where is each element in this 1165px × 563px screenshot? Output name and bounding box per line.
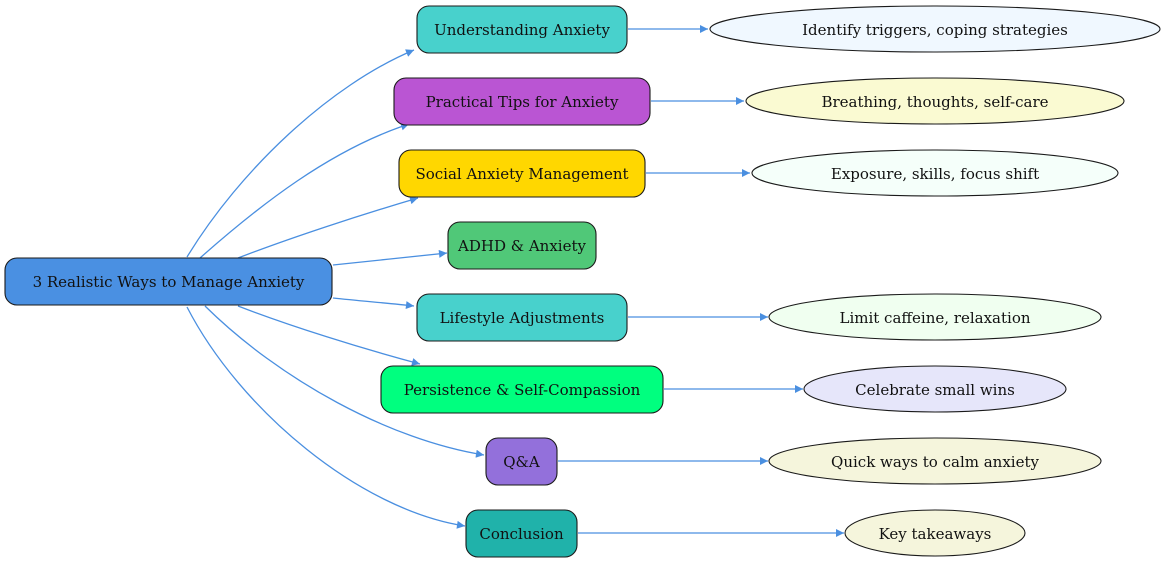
detail-ellipse: [844, 509, 1026, 557]
detail-lifestyle: Limit caffeine, relaxation: [768, 293, 1102, 341]
edge-root-conclusion: [186, 306, 466, 529]
detail-label: Identify triggers, coping strategies: [802, 21, 1068, 39]
detail-ellipse: [803, 365, 1067, 413]
edge-root-lifestyle: [332, 297, 415, 310]
topic-box: [398, 149, 646, 198]
root-node: 3 Realistic Ways to Manage Anxiety: [4, 257, 333, 306]
detail-conclusion: Key takeaways: [844, 509, 1026, 557]
detail-understanding: Identify triggers, coping strategies: [709, 5, 1161, 53]
topic-box: [447, 221, 597, 270]
edge-root-persistence: [237, 305, 421, 366]
topic-persistence: Persistence & Self-Compassion: [380, 365, 664, 414]
detail-label: Breathing, thoughts, self-care: [821, 93, 1048, 111]
detail-practical-tips: Breathing, thoughts, self-care: [745, 77, 1125, 125]
topic-qa: Q&A: [485, 437, 558, 486]
detail-label: Quick ways to calm anxiety: [831, 453, 1039, 471]
detail-persistence: Celebrate small wins: [803, 365, 1067, 413]
topic-social-anxiety: Social Anxiety Management: [398, 149, 646, 198]
topic-box: [465, 509, 578, 558]
detail-ellipse: [768, 293, 1102, 341]
detail-ellipse: [751, 149, 1119, 197]
topic-practical-tips: Practical Tips for Anxiety: [393, 77, 651, 126]
edge-root-qa: [204, 305, 485, 458]
topic-lifestyle-adjustments: Lifestyle Adjustments: [416, 293, 628, 342]
topic-box: [485, 437, 558, 486]
topic-label: Understanding Anxiety: [434, 21, 610, 39]
detail-label: Celebrate small wins: [855, 381, 1015, 399]
topic-conclusion: Conclusion: [465, 509, 578, 558]
edge-root-understanding: [186, 49, 415, 258]
topic-label: Practical Tips for Anxiety: [426, 93, 619, 111]
topic-label: Conclusion: [479, 525, 564, 543]
topic-understanding-anxiety: Understanding Anxiety: [416, 5, 628, 54]
detail-label: Exposure, skills, focus shift: [831, 165, 1039, 183]
detail-ellipse: [745, 77, 1125, 125]
topic-box: [380, 365, 664, 414]
detail-ellipse: [709, 5, 1161, 53]
topic-box: [416, 5, 628, 54]
root-node-box: [4, 257, 333, 306]
detail-edges: [558, 25, 844, 537]
edge-root-adhd: [332, 249, 448, 266]
topic-label: Social Anxiety Management: [415, 165, 628, 183]
topic-box: [416, 293, 628, 342]
edge-root-social-anxiety: [237, 196, 419, 259]
detail-ellipse: [768, 437, 1102, 485]
edge-root-practical-tips: [199, 122, 410, 259]
detail-label: Limit caffeine, relaxation: [839, 309, 1030, 327]
detail-qa: Quick ways to calm anxiety: [768, 437, 1102, 485]
topic-label: Q&A: [503, 453, 540, 471]
detail-label: Key takeaways: [879, 525, 992, 543]
root-edges: [186, 49, 485, 529]
topic-label: Lifestyle Adjustments: [440, 309, 605, 327]
topic-label: Persistence & Self-Compassion: [404, 381, 641, 399]
root-node-label: 3 Realistic Ways to Manage Anxiety: [33, 273, 305, 291]
topic-box: [393, 77, 651, 126]
topic-adhd-anxiety: ADHD & Anxiety: [447, 221, 597, 270]
topic-label: ADHD & Anxiety: [457, 237, 587, 255]
detail-social-anxiety: Exposure, skills, focus shift: [751, 149, 1119, 197]
